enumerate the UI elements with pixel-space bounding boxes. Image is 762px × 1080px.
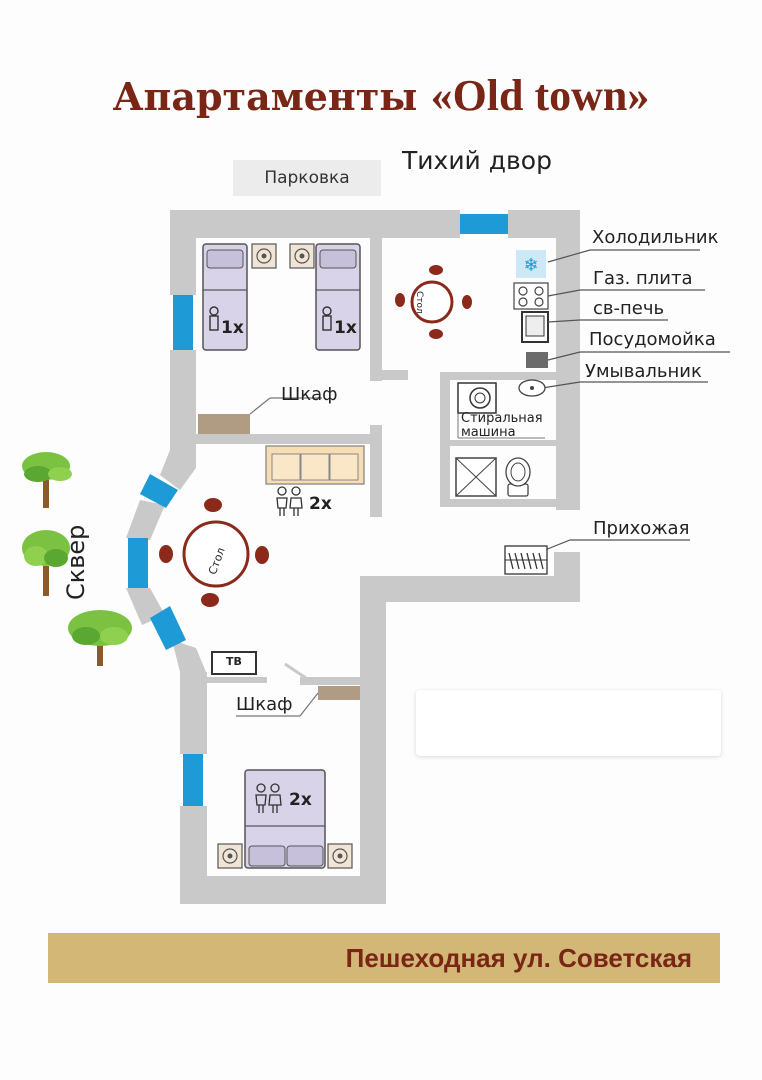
wall-interior-v1 [370,236,382,381]
sofa-people-icon [276,486,303,516]
fridge-icon: ❄ [516,250,546,278]
double-bed [244,769,326,869]
shoe-rack-icon [504,545,548,575]
shower-icon [455,457,497,497]
svg-text:❄: ❄ [523,255,538,276]
wall-interior-stub [382,370,408,380]
street-name: Пешеходная ул. Советская [345,942,692,973]
square-label: Сквер [62,524,90,600]
street-band: Пешеходная ул. Советская [48,933,720,983]
bed2-capacity: 1x [334,318,357,338]
window-kitchen [460,214,508,234]
bed-1 [202,243,248,351]
wall-bath-left [440,372,450,507]
tv-icon [211,651,257,675]
parking-label: Парковка [233,160,381,196]
wall-left-mid [170,350,196,450]
wall-bottom [180,876,386,904]
wardrobe-bottom-label: Шкаф [236,694,293,715]
tree-icon-3 [68,610,132,666]
parking-text: Парковка [264,168,350,188]
window-bay-2 [128,538,148,588]
wall-corner [160,450,196,490]
wall-left-bottom [180,672,207,754]
wall-left-top [170,210,196,295]
toilet-icon [505,457,531,497]
wardrobe-bottom-leader [299,692,319,717]
tree-icon-2 [22,530,70,596]
dishwasher-label: Посудомойка [589,329,716,350]
gas-stove-icon [513,282,549,310]
wall-tv-shelf [207,677,267,683]
wall-interior-v2 [370,425,382,517]
microwave-label: св-печь [593,298,665,319]
wall-hall-right [554,552,580,602]
wall-right [556,210,580,510]
window-bay-1 [140,474,178,508]
wall-bay-1 [126,500,165,540]
microwave-icon [521,311,549,343]
washing-machine-label-1: Стиральная [461,411,543,426]
washing-machine-icon [457,382,497,414]
title-prefix: Апартаменты [112,74,418,119]
washing-machine-label-2: машина [461,425,516,440]
living-table [159,498,269,607]
window-bedroom2 [183,754,203,806]
sink-label: Умывальник [585,361,702,382]
dishwasher-icon [526,352,548,368]
bed3-capacity: 2x [289,790,312,810]
nightstands-top [251,243,315,269]
leader-lines [539,249,730,553]
wardrobe-top [198,414,250,434]
wall-top-left [170,210,460,238]
quiet-yard-label: Тихий двор [402,146,552,175]
wall-bath-mid [450,440,556,446]
fridge-label: Холодильник [592,227,719,248]
wardrobe-top-leader [249,397,271,415]
door-swing [284,662,307,680]
wall-bedroom-top [300,677,362,685]
bed-2 [315,243,361,351]
double-bed-people-icon [255,783,282,813]
window-bedroom1 [173,295,193,350]
kitchen-table [395,265,472,339]
gas-stove-label: Газ. плита [593,268,693,289]
wall-bath-top [440,372,556,380]
sink-icon [518,379,546,397]
title-name: «Old town» [430,71,650,120]
nightstands-bottom [217,843,353,869]
wall-bay-3 [172,640,206,672]
wall-interior-h1 [196,434,371,444]
walls [126,210,580,904]
kitchen-table-label: Стол [414,291,424,314]
wall-bath-bottom [450,499,556,507]
wall-lower-right [360,576,386,904]
hallway-label: Прихожая [593,518,690,539]
wall-mid-horizontal [360,576,580,602]
bed1-capacity: 1x [221,318,244,338]
wardrobe-top-label: Шкаф [281,384,338,405]
tree-icon-1 [22,452,72,508]
sofa-capacity: 2x [309,494,332,514]
tv-label: ТВ [226,655,242,668]
window-bay-3 [150,606,186,650]
page-title: Апартаменты «Old town» [0,70,762,121]
wardrobe-bottom [318,686,360,700]
windows [128,214,508,806]
blank-panel [416,690,721,756]
sofa [265,445,365,485]
